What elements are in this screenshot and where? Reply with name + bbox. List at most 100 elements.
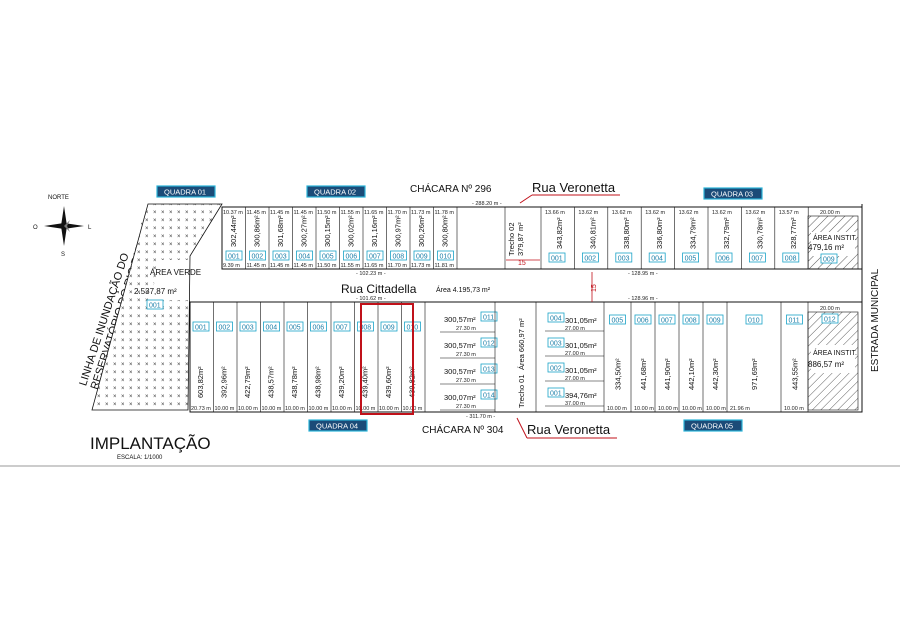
q5-lot-011-width: 10.00 m	[784, 406, 804, 412]
q2-lot-009-top-width: 11.73 m	[411, 210, 431, 216]
street-center: Rua Cittadella	[341, 282, 417, 296]
q5-lot-006-tag: 006	[637, 318, 649, 325]
q3-lot-002-tag: 002	[584, 256, 596, 263]
q3-lot-007-width: 13.62 m	[745, 210, 765, 216]
q3-lot-008-area: 328,77m²	[789, 217, 798, 249]
right-road: ESTRADA MUNICIPAL	[870, 268, 881, 372]
q2-lot-004-area: 300,27m²	[300, 215, 309, 247]
q2-lot-001-top-width: 10.37 m	[223, 210, 243, 216]
q5-lot-007-tag-box	[658, 314, 676, 325]
trecho-bottom-area: Área 660,97 m²	[517, 318, 526, 370]
q2-lot-009-area: 300,26m²	[417, 215, 426, 247]
q4-lot-009-area: 439,60m²	[384, 366, 393, 398]
dim-width-15: 15	[518, 260, 526, 267]
q5-lot-005-tag: 005	[612, 318, 624, 325]
trecho-top-area: 379,87 m²	[516, 222, 525, 256]
q5-lot-011-tag-box	[786, 314, 803, 325]
q4-lot-006-width: 10.00 m	[309, 406, 329, 412]
q4-mid-lot-011-area: 300,57m²	[444, 315, 476, 324]
dim-height-15: 15	[591, 284, 598, 292]
dim-center-mid: - 101.62 m -	[356, 296, 386, 302]
q3-lot-001-tag: 001	[551, 256, 563, 263]
q5-lot-010-tag: 010	[748, 318, 760, 325]
q2-lot-010-tag: 010	[440, 254, 452, 261]
quadra-05-text: QUADRA 05	[691, 422, 733, 431]
q3-lot-004-tag-box	[648, 252, 666, 263]
q4-lot-001-area: 603,82m²	[196, 366, 205, 398]
q4-lot-004-width: 10.00 m	[262, 406, 282, 412]
q4-lot-009-tag: 009	[383, 325, 395, 332]
q3-lot-003-tag-box	[615, 252, 633, 263]
q3-lot-007-tag-box	[749, 252, 766, 263]
quadra-03-label: QUADRA 03	[703, 187, 763, 200]
q3-lot-003-tag: 003	[618, 256, 630, 263]
q2-lot-004-tag: 004	[299, 254, 311, 261]
q5-lot-010-width: 21.96 m	[730, 406, 750, 412]
q5-lot-008-width: 10.00 m	[682, 406, 702, 412]
q4-mid-lot-013-area: 300,57m²	[444, 367, 476, 376]
q3-lot-002-tag-box	[582, 252, 599, 263]
q4-lot-008-tag-box	[357, 321, 374, 332]
q5-left-lot-001-tag-box	[547, 387, 565, 398]
q5-lot-007-area: 441,90m²	[663, 358, 672, 390]
q4-lot-004-area: 438,57m²	[267, 366, 276, 398]
q5-lot-009-tag-box	[706, 314, 724, 325]
dim-q2-top: - 288.20 m -	[472, 201, 502, 207]
q3-lot-004-area: 336,80m²	[655, 217, 664, 249]
area-instit-bottom-width: 20.00 m	[820, 306, 840, 312]
q2-lot-005-bottom-width: 11.50 m	[317, 263, 337, 269]
q2-lot-007-tag-box	[366, 250, 384, 261]
q3-lot-003-area: 338,80m²	[622, 217, 631, 249]
q5-left-lot-004-area: 301,05m²	[565, 316, 597, 325]
q4-mid-lot-014-area: 300,07m²	[444, 393, 476, 402]
q3-lot-008-tag-box	[782, 252, 800, 263]
q5-lot-007-width: 10.00 m	[658, 406, 678, 412]
q2-lot-007-top-width: 11.65 m	[364, 210, 384, 216]
q2-lot-010-tag-box	[437, 250, 454, 261]
q5-lot-010-tag-box	[745, 314, 763, 325]
q2-lot-001-tag-box	[225, 250, 243, 261]
q5-left-lot-001-width: 37.00 m	[565, 401, 585, 407]
q5-lot-005-area: 334,50m²	[614, 358, 623, 390]
q2-lot-008-top-width: 11.70 m	[388, 210, 408, 216]
q2-lot-006-tag-box	[343, 250, 360, 261]
q4-lot-001-tag-box	[192, 321, 210, 332]
area-instit-top-label: ÁREA INSTIT.	[813, 233, 857, 242]
q2-lot-010-area: 300,80m²	[441, 215, 450, 247]
q2-lot-004-tag-box	[296, 250, 313, 261]
q5-lot-006-area: 441,68m²	[639, 358, 648, 390]
q5-lot-009-area: 442,30m²	[711, 358, 720, 390]
q5-lot-005-width: 10.00 m	[607, 406, 627, 412]
q3-lot-002-width: 13.62 m	[578, 210, 598, 216]
q4-lot-006-tag: 006	[313, 325, 325, 332]
q3-lot-007-tag: 007	[751, 256, 763, 263]
q3-lot-007-area: 330,78m²	[755, 217, 764, 249]
q2-lot-003-tag: 003	[275, 254, 287, 261]
compass-west: O	[33, 225, 38, 231]
q2-lot-002-top-width: 11.45 m	[247, 210, 267, 216]
q4-lot-007-tag-box	[333, 321, 351, 332]
q2-lot-001-tag: 001	[228, 254, 240, 261]
q4-lot-004-tag-box	[263, 321, 280, 332]
q2-lot-005-tag: 005	[322, 254, 334, 261]
q2-lot-007-bottom-width: 11.65 m	[364, 263, 384, 269]
area-instit-bottom-label: ÁREA INSTIT.	[813, 348, 857, 357]
street-center-area: Área 4.195,73 m²	[436, 285, 491, 294]
q5-left-lot-002-tag: 002	[550, 366, 562, 373]
q5-lot-009-width: 10.00 m	[706, 406, 726, 412]
q4-lot-008-area: 439,40m²	[361, 366, 370, 398]
street-bottom: Rua Veronetta	[527, 422, 611, 437]
quadra-01-text: QUADRA 01	[164, 188, 206, 197]
bottom-chacara: CHÁCARA Nº 304	[422, 423, 504, 436]
q4-lot-007-area: 439,20m²	[337, 366, 346, 398]
q4-lot-008-tag: 008	[360, 325, 372, 332]
dim-q3-top: - 128.95 m -	[628, 271, 658, 277]
q4-mid-lot-011-tag-box	[480, 311, 498, 322]
q4-lot-008-width: 10.00 m	[356, 406, 376, 412]
q2-lot-003-top-width: 11.45 m	[270, 210, 290, 216]
compass-east: L	[88, 225, 92, 231]
q2-lot-005-tag-box	[319, 250, 337, 261]
q4-lot-003-tag: 003	[242, 325, 254, 332]
q2-lot-006-bottom-width: 11.55 m	[341, 263, 361, 269]
q2-lot-001-bottom-width: 9.39 m	[223, 263, 240, 269]
